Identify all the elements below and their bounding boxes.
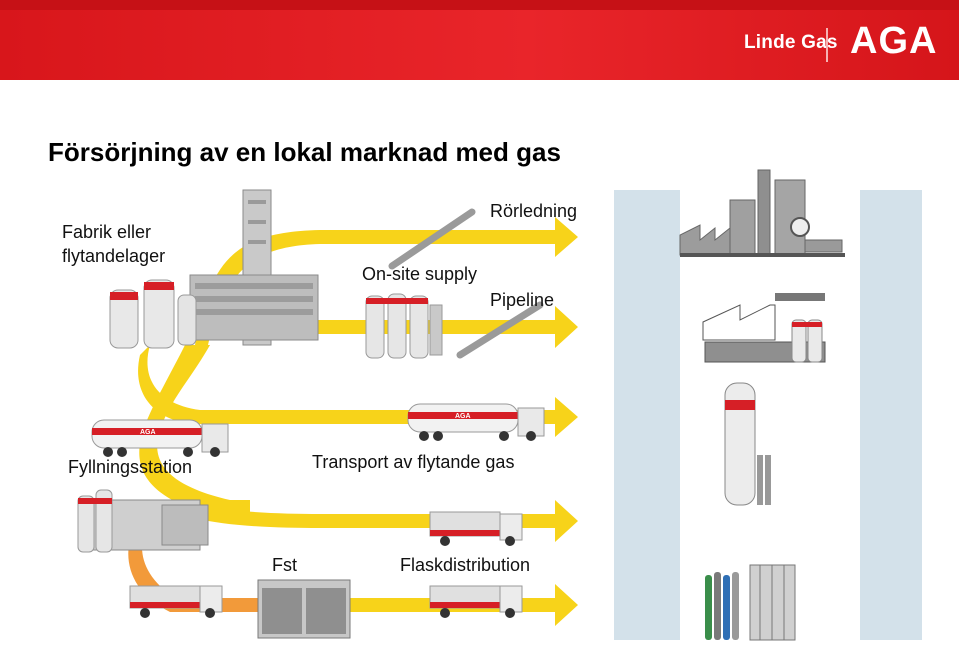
flatbed-truck-icon bbox=[129, 511, 523, 618]
cylinder-bundle-icon bbox=[705, 564, 796, 641]
logo-divider bbox=[826, 28, 828, 62]
onsite-tanks bbox=[365, 293, 443, 359]
plant-icon bbox=[109, 189, 319, 349]
header-banner: Linde Gas AGA bbox=[0, 0, 959, 80]
rorledning-label: Rörledning bbox=[490, 201, 578, 221]
filling-station-label: Fyllningsstation bbox=[68, 457, 193, 477]
tank-truck-logo-2: AGA bbox=[455, 413, 471, 420]
tank-truck-logo: AGA bbox=[140, 429, 156, 436]
fst-label: Fst bbox=[272, 555, 297, 575]
fst-store-icon bbox=[257, 579, 351, 639]
filling-station-icon bbox=[77, 489, 209, 553]
flask-distribution-label: Flaskdistribution bbox=[400, 555, 531, 575]
right-panel bbox=[614, 190, 922, 640]
header-stripe bbox=[0, 0, 959, 10]
source-label-line1: Fabrik eller bbox=[62, 222, 152, 242]
pipeline-label: Pipeline bbox=[490, 290, 555, 310]
linde-gas-logo: Linde Gas bbox=[744, 32, 838, 53]
pipe-icon bbox=[388, 208, 544, 359]
onsite-label: On-site supply bbox=[362, 264, 478, 284]
tank-truck-icon bbox=[91, 403, 545, 457]
transport-label: Transport av flytande gas bbox=[312, 452, 515, 472]
customer-site-icon bbox=[702, 293, 826, 363]
factory-icon bbox=[679, 169, 845, 257]
slide-title: Försörjning av en lokal marknad med gas bbox=[48, 137, 561, 167]
storage-tank-icon bbox=[724, 382, 771, 506]
aga-logo: AGA bbox=[850, 20, 938, 62]
source-label-line2: flytandelager bbox=[62, 246, 166, 266]
